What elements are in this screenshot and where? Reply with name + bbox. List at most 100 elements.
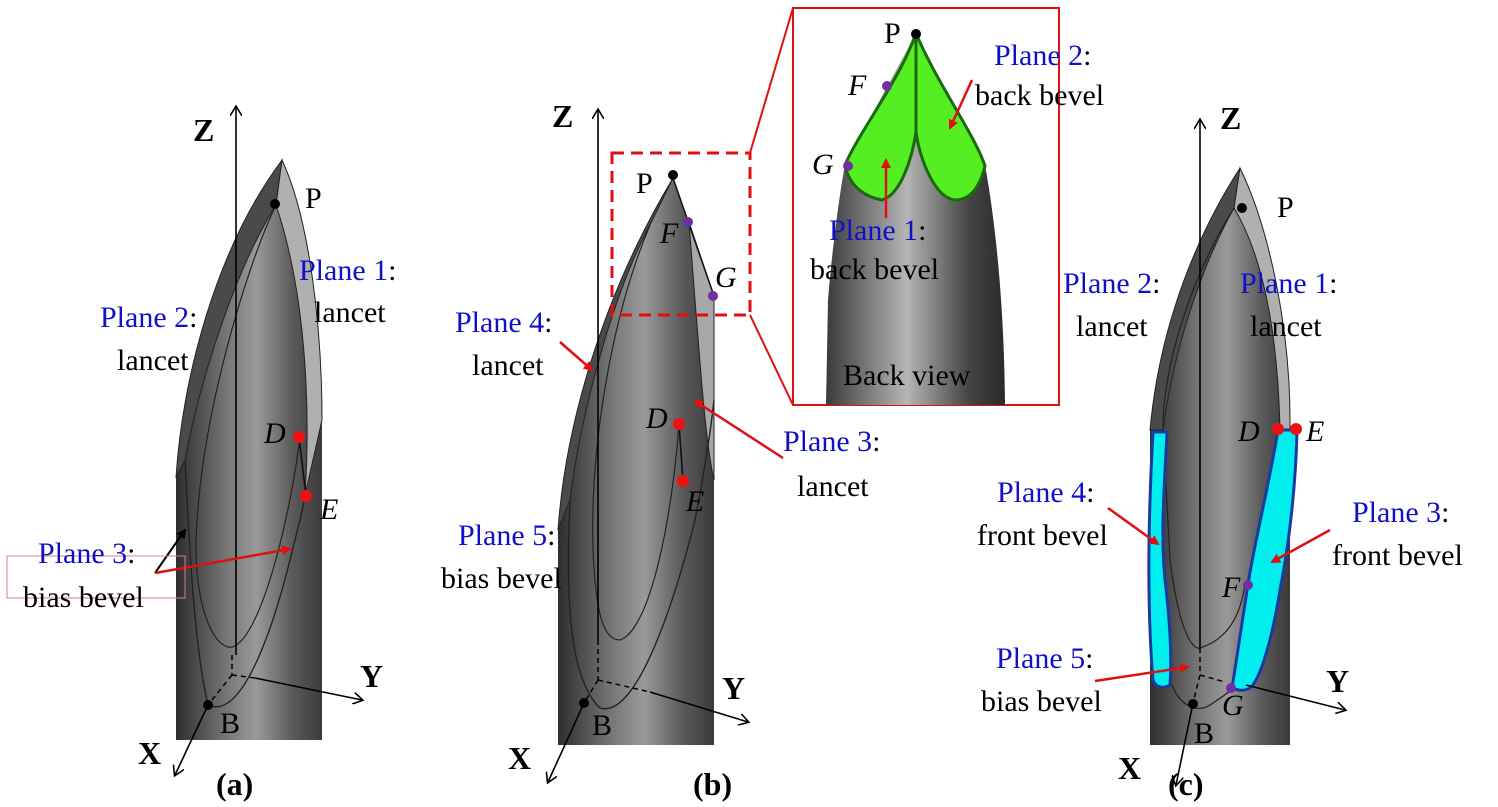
point-B-c <box>1188 699 1198 709</box>
plane-5-label-b: Plane 5: <box>458 520 556 552</box>
y-axis-label-a: Y <box>360 658 384 694</box>
point-label-B-c: B <box>1194 717 1215 750</box>
inset-point-G <box>843 161 853 171</box>
point-G-c <box>1226 683 1236 693</box>
plane-name: Plane 1 <box>829 214 919 247</box>
plane-name: Plane 3 <box>1352 496 1442 529</box>
plane-name: Plane 2 <box>994 39 1084 72</box>
point-B-b <box>579 698 589 708</box>
point-F-c <box>1243 580 1253 590</box>
inset-point-label-F: F <box>848 69 867 102</box>
plane-3-label-a: Plane 3: <box>38 538 136 570</box>
point-P-b <box>668 170 678 180</box>
colon: : <box>547 519 556 552</box>
point-label-D-a: D <box>264 417 286 450</box>
plane-name: Plane 4 <box>455 306 545 339</box>
colon: : <box>127 537 136 570</box>
x-axis-label-c: X <box>1118 750 1142 786</box>
plane-name: Plane 3 <box>38 537 128 570</box>
inset-point-label-P: P <box>884 17 901 50</box>
inset-plane-2-label: Plane 2: <box>994 40 1092 72</box>
plane-3-label-b: Plane 3: <box>783 426 881 458</box>
y-axis-c <box>1245 684 1345 710</box>
plane-2-label-a: Plane 2: <box>100 302 198 334</box>
plane-4-label-c: Plane 4: <box>997 477 1095 509</box>
point-label-D-c: D <box>1238 415 1260 448</box>
plane-2-label-c: Plane 2: <box>1063 268 1161 300</box>
colon: : <box>1086 476 1095 509</box>
y-axis-b <box>649 691 748 722</box>
colon: : <box>388 254 397 287</box>
colon: : <box>1083 39 1092 72</box>
plane-4-type-b: lancet <box>472 349 544 382</box>
y-axis-label-c: Y <box>1326 663 1350 699</box>
back-bevel-plane-1 <box>843 32 918 202</box>
plane-name: Plane 4 <box>997 476 1087 509</box>
point-label-P-b: P <box>636 167 653 200</box>
caption-c: (c) <box>1168 766 1204 802</box>
point-label-B-b: B <box>592 709 613 742</box>
point-label-E-c: E <box>1306 415 1325 448</box>
point-label-G-c: G <box>1222 689 1244 722</box>
point-G-b <box>708 291 718 301</box>
plane-2-type-c: lancet <box>1076 310 1148 343</box>
colon: : <box>544 306 553 339</box>
inset-point-F <box>882 81 892 91</box>
point-D-a <box>293 431 305 443</box>
x-axis-b <box>548 702 585 782</box>
front-bevel-plane-3 <box>1230 428 1299 692</box>
x-axis-label-b: X <box>508 740 532 776</box>
x-axis-c <box>1176 702 1194 785</box>
inset-plane-1-type: back bevel <box>810 253 940 286</box>
inset-title: Back view <box>843 359 971 392</box>
caption-a: (a) <box>216 766 254 802</box>
panel-a <box>6 107 362 775</box>
inset-point-P <box>911 29 921 39</box>
colon: : <box>1329 267 1338 300</box>
point-label-E-a: E <box>320 493 339 526</box>
panel-b <box>548 7 794 782</box>
z-axis-label-c: Z <box>1220 100 1242 136</box>
plane-3-type-a: bias bevel <box>23 581 144 614</box>
panel-c <box>1094 120 1345 785</box>
point-D-b <box>673 418 685 430</box>
point-B-a <box>203 700 213 710</box>
plane-4-label-b: Plane 4: <box>455 307 553 339</box>
inset-point-label-G: G <box>812 148 834 181</box>
inset-plane-2-type: back bevel <box>975 79 1105 112</box>
needle-body-b <box>558 178 714 745</box>
plane-name: Plane 3 <box>783 425 873 458</box>
inset-plane-1-label: Plane 1: <box>829 215 927 247</box>
plane-3-label-c: Plane 3: <box>1352 497 1450 529</box>
front-bevel-plane-4 <box>1147 430 1173 689</box>
point-label-F-b: F <box>660 217 679 250</box>
plane-1-label-c: Plane 1: <box>1240 268 1338 300</box>
x-axis-label-a: X <box>138 735 162 771</box>
point-label-B-a: B <box>220 707 241 740</box>
plane-1-type-a: lancet <box>314 296 386 329</box>
point-E-b <box>677 475 689 487</box>
colon: : <box>1085 642 1094 675</box>
point-label-E-b: E <box>686 485 705 518</box>
colon: : <box>1152 267 1161 300</box>
plane-name: Plane 1 <box>299 254 389 287</box>
plane-3-type-c: front bevel <box>1332 539 1463 572</box>
plane-name: Plane 2 <box>100 301 190 334</box>
plane-4-type-c: front bevel <box>977 519 1108 552</box>
point-E-c <box>1290 423 1302 435</box>
plane-5-type-c: bias bevel <box>981 685 1102 718</box>
colon: : <box>1441 496 1450 529</box>
point-label-P-a: P <box>305 182 322 215</box>
z-axis-label-b: Z <box>552 98 574 134</box>
point-F-b <box>683 217 693 227</box>
colon: : <box>918 214 927 247</box>
zoom-region-box <box>610 151 752 317</box>
x-axis-a <box>175 704 209 775</box>
y-axis-a <box>254 677 362 700</box>
plane-name: Plane 5 <box>458 519 548 552</box>
colon: : <box>189 301 198 334</box>
plane-name: Plane 5 <box>996 642 1086 675</box>
plane-5-label-c: Plane 5: <box>996 643 1094 675</box>
point-label-D-b: D <box>646 402 668 435</box>
